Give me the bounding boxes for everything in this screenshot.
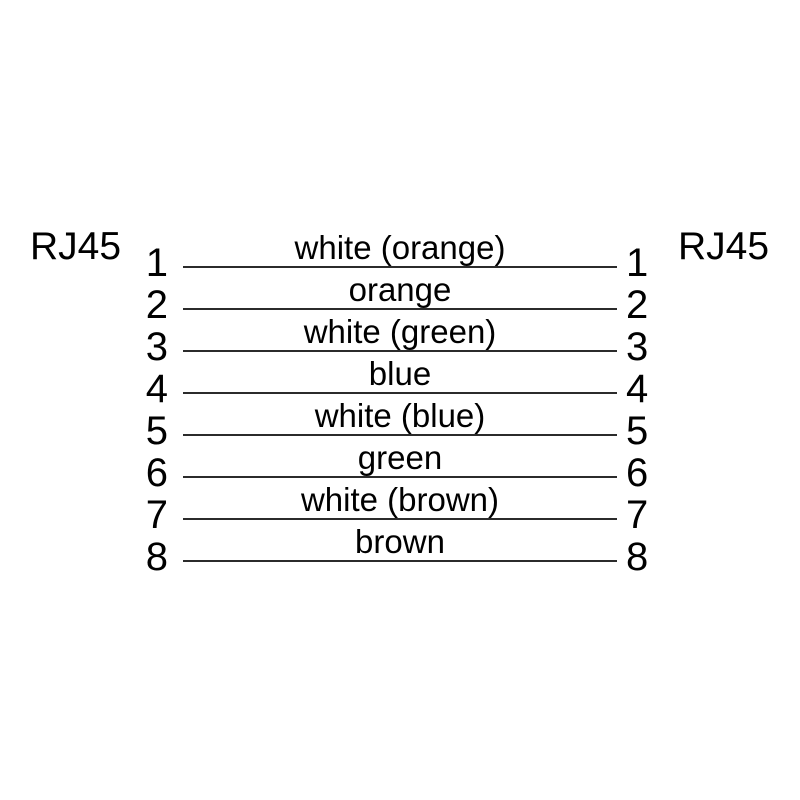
pin-number-right-4: 4 [626, 367, 649, 411]
pin-number-left-7: 7 [145, 493, 168, 537]
pin-number-right-1: 1 [626, 241, 649, 285]
connector-label-left: RJ45 [30, 225, 122, 268]
wire-line-5 [183, 434, 617, 436]
wire-line-2 [183, 308, 617, 310]
pin-number-left-6: 6 [145, 451, 168, 495]
pin-number-left-3: 3 [145, 325, 168, 369]
wire-color-label-4: blue [368, 355, 432, 392]
pin-number-left-5: 5 [145, 409, 168, 453]
wire-color-label-2: orange [348, 271, 452, 308]
pin-number-left-8: 8 [145, 535, 168, 579]
pin-number-right-2: 2 [626, 283, 649, 327]
wire-line-7 [183, 518, 617, 520]
pin-number-left-2: 2 [145, 283, 168, 327]
wire-line-8 [183, 560, 617, 562]
wire-color-label-6: green [357, 439, 443, 476]
wire-color-label-1: white (orange) [294, 229, 506, 266]
wire-color-label-5: white (blue) [314, 397, 486, 434]
pin-number-left-1: 1 [145, 241, 168, 285]
pin-number-right-8: 8 [626, 535, 649, 579]
wire-line-1 [183, 266, 617, 268]
wire-line-4 [183, 392, 617, 394]
wire-line-3 [183, 350, 617, 352]
pin-number-right-5: 5 [626, 409, 649, 453]
pin-number-right-6: 6 [626, 451, 649, 495]
pin-number-right-3: 3 [626, 325, 649, 369]
connector-label-right: RJ45 [678, 225, 770, 268]
wire-color-label-8: brown [355, 523, 445, 560]
pin-number-left-4: 4 [145, 367, 168, 411]
wire-color-label-7: white (brown) [300, 481, 500, 518]
wire-color-label-3: white (green) [303, 313, 497, 350]
pin-number-right-7: 7 [626, 493, 649, 537]
wire-line-6 [183, 476, 617, 478]
